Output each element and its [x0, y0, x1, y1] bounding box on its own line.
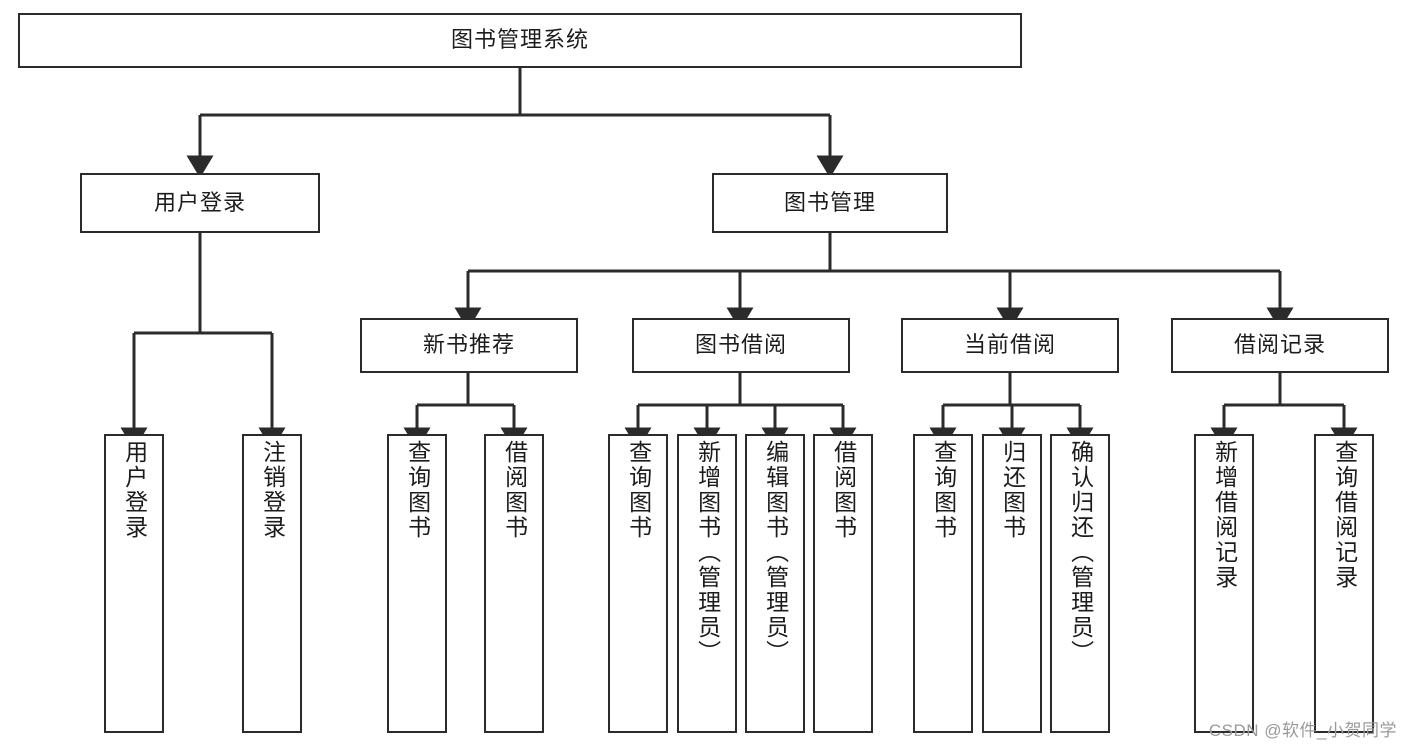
node-leaf-confirm-return[interactable]: 确认归还（管理员） [1050, 434, 1110, 733]
watermark: CSDN @软件_小贺同学 [1208, 721, 1397, 740]
node-root-label: 图书管理系统 [450, 27, 589, 53]
node-leaf-borrow-book-2-label: 借阅图书 [830, 440, 857, 540]
node-leaf-borrow-book-2[interactable]: 借阅图书 [813, 434, 873, 733]
node-borrow-record-label: 借阅记录 [1233, 332, 1326, 358]
node-leaf-edit-book-label: 编辑图书（管理员） [762, 440, 789, 665]
node-leaf-borrow-book-1-label: 借阅图书 [501, 440, 528, 540]
node-leaf-query-book-3-label: 查询图书 [930, 440, 957, 540]
node-leaf-user-logout-label: 注销登录 [259, 440, 286, 540]
node-leaf-query-book-3[interactable]: 查询图书 [913, 434, 973, 733]
node-leaf-borrow-book-1[interactable]: 借阅图书 [484, 434, 544, 733]
node-book-borrow[interactable]: 图书借阅 [632, 318, 850, 373]
node-leaf-query-record[interactable]: 查询借阅记录 [1314, 434, 1374, 733]
node-book-manage[interactable]: 图书管理 [712, 173, 948, 233]
node-leaf-query-book-1-label: 查询图书 [404, 440, 431, 540]
node-book-borrow-label: 图书借阅 [694, 332, 787, 358]
node-leaf-add-record[interactable]: 新增借阅记录 [1194, 434, 1254, 733]
node-current-borrow-label: 当前借阅 [963, 332, 1056, 358]
node-leaf-add-record-label: 新增借阅记录 [1211, 440, 1238, 590]
node-user-login[interactable]: 用户登录 [80, 173, 320, 233]
node-leaf-return-book[interactable]: 归还图书 [982, 434, 1042, 733]
node-leaf-add-book[interactable]: 新增图书（管理员） [677, 434, 737, 733]
node-leaf-return-book-label: 归还图书 [999, 440, 1026, 540]
node-leaf-confirm-return-label: 确认归还（管理员） [1067, 440, 1094, 665]
node-leaf-query-book-2-label: 查询图书 [625, 440, 652, 540]
node-borrow-record[interactable]: 借阅记录 [1171, 318, 1389, 373]
node-leaf-add-book-label: 新增图书（管理员） [694, 440, 721, 665]
node-new-book-rec-label: 新书推荐 [422, 332, 515, 358]
node-leaf-query-book-1[interactable]: 查询图书 [387, 434, 447, 733]
node-leaf-edit-book[interactable]: 编辑图书（管理员） [745, 434, 805, 733]
node-root[interactable]: 图书管理系统 [18, 13, 1022, 68]
node-leaf-query-book-2[interactable]: 查询图书 [608, 434, 668, 733]
node-new-book-rec[interactable]: 新书推荐 [360, 318, 578, 373]
node-current-borrow[interactable]: 当前借阅 [901, 318, 1119, 373]
node-user-login-label: 用户登录 [153, 189, 246, 215]
node-leaf-user-login[interactable]: 用户登录 [104, 434, 164, 733]
node-leaf-user-logout[interactable]: 注销登录 [242, 434, 302, 733]
node-leaf-query-record-label: 查询借阅记录 [1331, 440, 1358, 590]
node-book-manage-label: 图书管理 [783, 189, 876, 215]
node-leaf-user-login-label: 用户登录 [121, 440, 148, 540]
